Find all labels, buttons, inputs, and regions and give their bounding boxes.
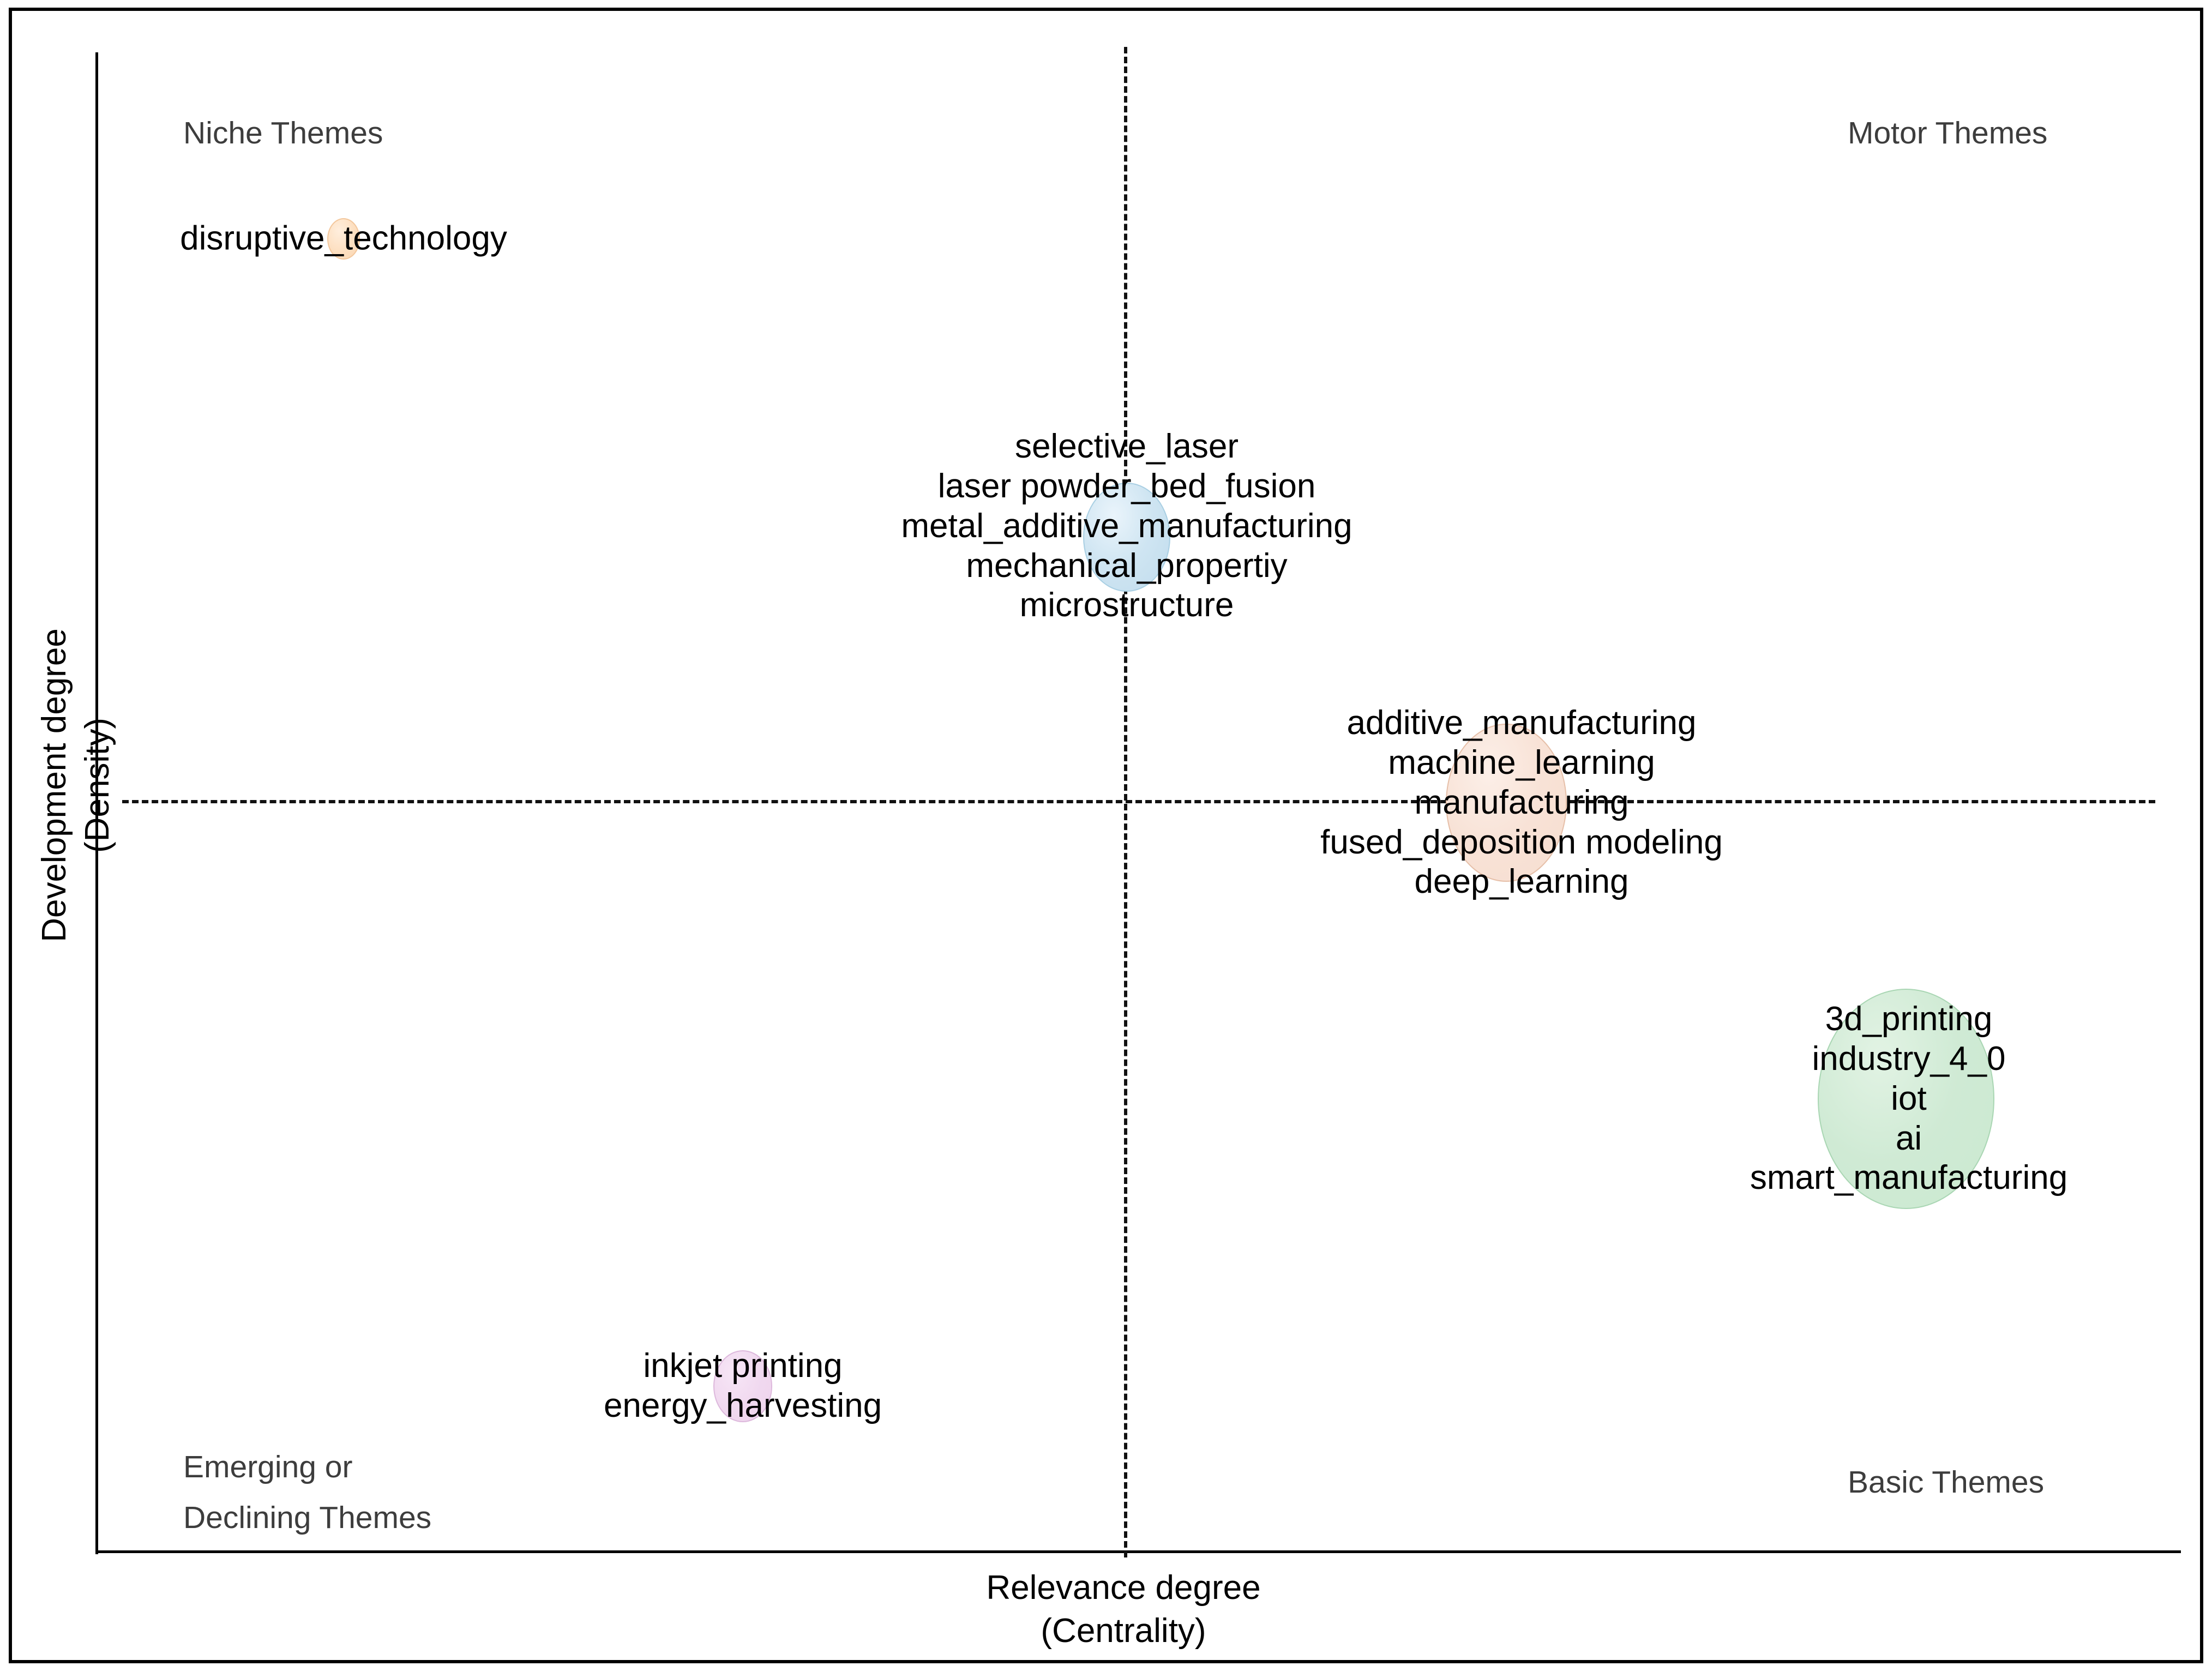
bubble-3d-printing[interactable] bbox=[1818, 989, 1994, 1209]
horizontal-median-divider bbox=[122, 800, 2155, 803]
term-label: 3d_printing bbox=[1825, 1000, 1993, 1038]
y-axis-title-line1: Development degree bbox=[35, 628, 73, 942]
cluster-labels-additive-manufacturing: additive_manufacturing machine_learning … bbox=[1320, 703, 1723, 902]
cluster-labels-disruptive-technology: disruptive_technology bbox=[180, 219, 507, 259]
cluster-labels-3d-printing: 3d_printing industry_4_0 iot ai smart_ma… bbox=[1750, 1000, 2067, 1198]
term-label: metal_additive_manufacturing bbox=[901, 507, 1353, 545]
bubble-inkjet-printing[interactable] bbox=[713, 1350, 772, 1422]
term-label: selective_laser bbox=[1014, 427, 1239, 465]
y-axis-title-line2: (Density) bbox=[79, 717, 117, 853]
quadrant-label-emerging-line2: Declining Themes bbox=[183, 1500, 432, 1535]
quadrant-label-basic-themes: Basic Themes bbox=[1848, 1465, 2045, 1500]
term-label: inkjet printing bbox=[643, 1347, 843, 1385]
quadrant-label-motor-themes: Motor Themes bbox=[1848, 116, 2048, 151]
bubble-disruptive-technology[interactable] bbox=[327, 218, 360, 260]
term-label: additive_manufacturing bbox=[1347, 703, 1697, 742]
term-label: iot bbox=[1891, 1079, 1927, 1117]
y-axis-title: Development degree (Density) bbox=[33, 376, 119, 1194]
quadrant-label-emerging-line1: Emerging or bbox=[183, 1450, 353, 1485]
x-axis-title-line1: Relevance degree bbox=[986, 1569, 1261, 1607]
bubble-additive-manufacturing[interactable] bbox=[1446, 724, 1567, 882]
term-label: microstructure bbox=[1019, 586, 1234, 624]
term-label: machine_learning bbox=[1388, 743, 1655, 781]
term-label: industry_4_0 bbox=[1812, 1039, 2006, 1078]
quadrant-label-niche-themes: Niche Themes bbox=[183, 116, 383, 151]
term-label: fused_deposition modeling bbox=[1320, 823, 1723, 861]
quadrant-label-emerging-declining-themes: Emerging or Declining Themes bbox=[183, 1392, 431, 1543]
term-label: manufacturing bbox=[1414, 783, 1629, 821]
cluster-labels-inkjet-printing: inkjet printing energy_harvesting bbox=[604, 1346, 882, 1426]
y-axis-line bbox=[95, 52, 98, 1554]
term-label: mechanical_propertiy bbox=[966, 546, 1288, 585]
term-label: smart_manufacturing bbox=[1750, 1159, 2068, 1197]
bubble-metal-additive-manufacturing[interactable] bbox=[1083, 483, 1170, 592]
term-label: laser powder_bed_fusion bbox=[937, 467, 1316, 505]
term-label: disruptive_technology bbox=[180, 219, 507, 257]
term-label: ai bbox=[1895, 1119, 1922, 1157]
term-label: deep_learning bbox=[1414, 863, 1629, 901]
cluster-labels-metal-additive-manufacturing: selective_laser laser powder_bed_fusion … bbox=[901, 427, 1352, 626]
term-label: energy_harvesting bbox=[603, 1387, 882, 1424]
x-axis-line bbox=[95, 1550, 2181, 1553]
x-axis-title-line2: (Centrality) bbox=[1041, 1612, 1206, 1650]
x-axis-title: Relevance degree (Centrality) bbox=[851, 1566, 1396, 1653]
